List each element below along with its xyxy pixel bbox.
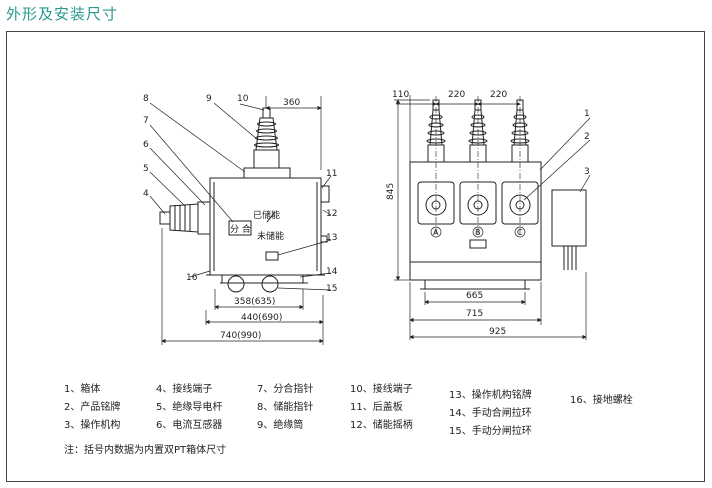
legend-item: 16、接地螺栓: [570, 395, 633, 406]
open-close-label: 分 合: [230, 223, 251, 235]
callout-6: 6: [143, 140, 149, 150]
legend-item: 12、储能摇柄: [350, 420, 413, 431]
side-callout-labels: 8 9 10 7 6 5 4 11 12 13 14 15 16: [143, 94, 338, 294]
legend-item: 4、接线端子: [156, 384, 213, 395]
callout-12: 12: [326, 209, 337, 219]
side-insulator: [253, 107, 280, 169]
footnote: 注：括号内数据为内置双PT箱体尺寸: [64, 445, 227, 456]
dim-925: 925: [489, 327, 506, 337]
callout-4: 4: [143, 189, 149, 199]
front-dim-lines: [394, 95, 587, 340]
legend-item: 9、绝缘筒: [257, 420, 304, 431]
callout-10: 10: [237, 94, 249, 104]
dim-358: 358(635): [234, 297, 275, 307]
side-dim-labels: 360 358(635) 440(690) 740(990): [220, 98, 300, 341]
dim-665: 665: [466, 291, 483, 301]
dim-715: 715: [466, 309, 483, 319]
dim-110: 110: [392, 90, 409, 100]
dim-740: 740(990): [220, 331, 261, 341]
callout-13: 13: [326, 233, 337, 243]
phase-labels: A B C: [430, 226, 526, 238]
callout-7: 7: [143, 116, 149, 126]
legend-item: 15、手动分闸拉环: [449, 426, 532, 437]
legend-item: 13、操作机构铭牌: [449, 390, 532, 401]
dim-220-a: 220: [448, 90, 465, 100]
dim-360: 360: [283, 98, 300, 108]
legend-item: 10、接线端子: [350, 384, 413, 395]
callout-1: 1: [584, 109, 590, 119]
callout-3: 3: [584, 167, 590, 177]
side-leaders: [149, 102, 332, 291]
dim-220-b: 220: [490, 90, 507, 100]
front-centerlines: [435, 96, 521, 235]
unstored-label: 未储能: [257, 230, 284, 242]
stored-label: 已储能: [253, 209, 280, 221]
callout-14: 14: [326, 267, 338, 277]
phase-a: A: [433, 228, 439, 237]
legend-item: 1、箱体: [64, 384, 101, 395]
legend-item: 6、电流互感器: [156, 420, 223, 431]
legend-item: 2、产品铭牌: [64, 402, 121, 413]
dim-845: 845: [386, 183, 396, 200]
front-view: [409, 99, 587, 290]
legend-item: 7、分合指针: [257, 384, 314, 395]
callout-16: 16: [186, 273, 198, 283]
legend-item: 14、手动合闸拉环: [449, 408, 532, 419]
front-leaders: [523, 117, 591, 201]
legend-item: 11、后盖板: [350, 402, 403, 413]
drawing-frame: [6, 31, 705, 482]
phase-c: C: [517, 228, 523, 237]
side-dim-lines: [161, 96, 324, 345]
page-title: 外形及安装尺寸: [6, 5, 119, 23]
phase-b: B: [475, 228, 481, 237]
side-left-bushing: [159, 201, 211, 235]
side-panel-labels: 已储能 未储能 分 合: [230, 209, 284, 242]
front-box: [409, 161, 542, 281]
legend-item: 8、储能指针: [257, 402, 314, 413]
callout-5: 5: [143, 164, 149, 174]
callout-2: 2: [584, 132, 590, 142]
front-dim-labels: 110 220 220 845 665 715 925: [386, 90, 507, 337]
side-view: [159, 107, 330, 293]
callout-15: 15: [326, 284, 337, 294]
legend-item: 5、绝缘导电杆: [156, 402, 223, 413]
legend-item: 3、操作机构: [64, 420, 121, 431]
callout-8: 8: [143, 94, 149, 104]
callout-11: 11: [326, 169, 337, 179]
pt-box: [551, 189, 587, 247]
front-callout-labels: 1 2 3: [584, 109, 590, 177]
callout-9: 9: [206, 94, 212, 104]
dim-440: 440(690): [241, 313, 282, 323]
